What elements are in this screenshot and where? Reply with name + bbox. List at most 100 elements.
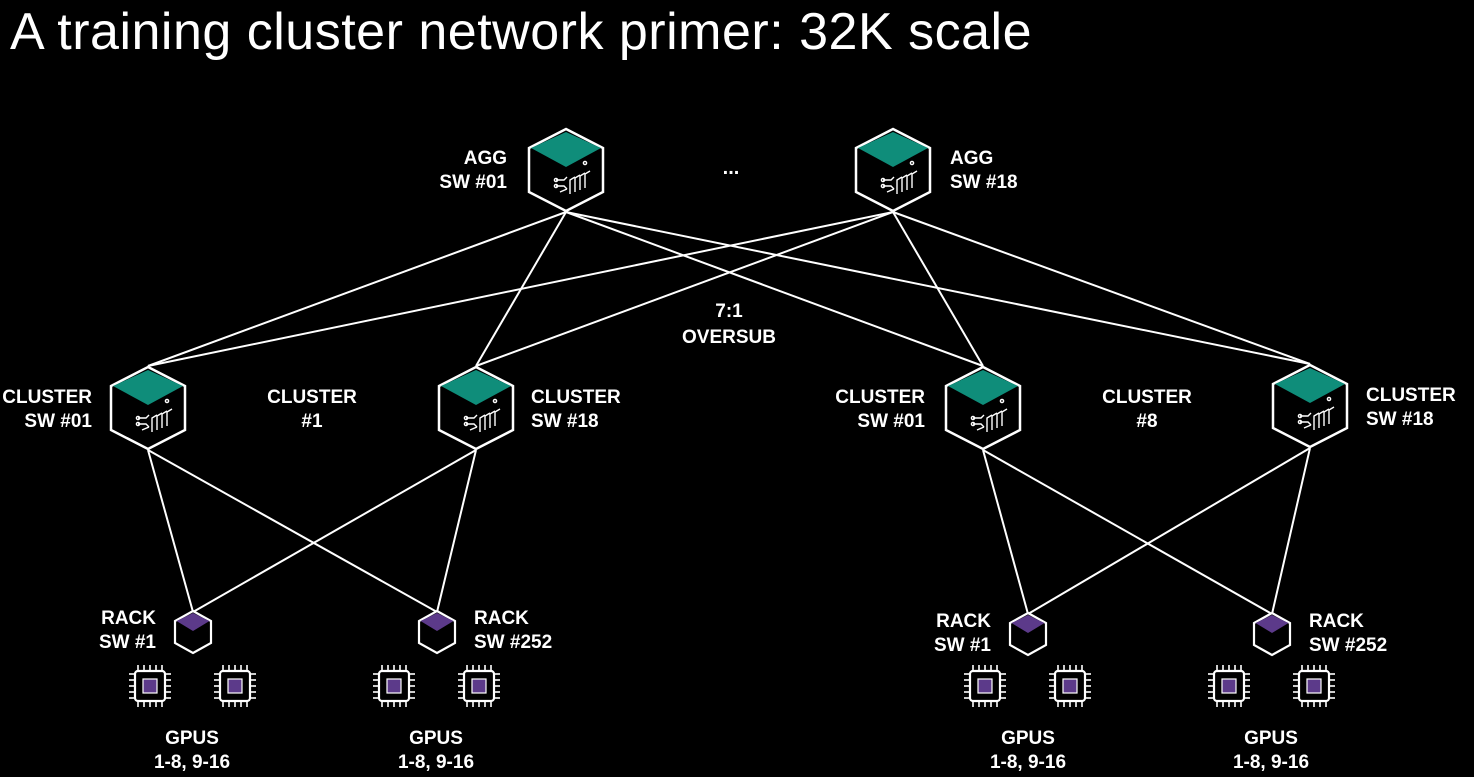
cluster-1-rack-2-gpu-chip-2 bbox=[458, 665, 500, 707]
cluster-8-rack-252-gpus-label-line1: GPUS bbox=[1244, 728, 1298, 749]
chip-core bbox=[227, 678, 243, 694]
circuit-trace bbox=[906, 172, 913, 190]
cluster-1-rack-switch-1 bbox=[173, 609, 213, 655]
cluster-2-rack-switch-1 bbox=[1008, 611, 1048, 657]
circuit-node bbox=[880, 177, 886, 183]
circuit-trace bbox=[901, 174, 908, 192]
circuit-trace bbox=[479, 414, 486, 432]
network-labels: AGG SW #01 ... AGG SW #18 7:1 OVERSUB CL… bbox=[2, 148, 1456, 773]
cluster-1-rack-switch-2 bbox=[417, 609, 457, 655]
switch-top-face bbox=[531, 132, 601, 167]
chip-core bbox=[142, 678, 158, 694]
chip-core bbox=[471, 678, 487, 694]
cluster-8-switch-01-label-line1: CLUSTER bbox=[835, 387, 925, 408]
cluster-1-switch-1 bbox=[109, 365, 187, 451]
link-cluster-1-sw-2-rack-1 bbox=[192, 449, 477, 613]
link-agg-2-cluster-2-sw-1 bbox=[892, 211, 984, 367]
circuit-trace bbox=[156, 412, 163, 430]
circuit-node bbox=[582, 160, 588, 166]
circuit-node bbox=[492, 398, 498, 404]
cluster-1-rack-2-gpu-chip-1 bbox=[373, 665, 415, 707]
cluster-1-rack-1-gpus-label-line1: GPUS bbox=[165, 728, 219, 749]
link-cluster-2-sw-1-rack-1 bbox=[982, 449, 1029, 615]
link-cluster-2-sw-2-rack-1 bbox=[1027, 447, 1311, 615]
agg-switch-1-label-line2: SW #01 bbox=[439, 172, 507, 193]
circuit-node bbox=[463, 415, 469, 421]
circuit-icon bbox=[970, 398, 1008, 432]
cluster-2-rack-1-gpu-chip-1 bbox=[964, 665, 1006, 707]
circuit-trace bbox=[896, 176, 903, 194]
cluster-1-rack-1-label-line1: RACK bbox=[101, 608, 156, 629]
circuit-trace bbox=[579, 172, 586, 190]
circuit-node bbox=[1297, 419, 1303, 425]
switch-top-face bbox=[948, 370, 1018, 405]
circuit-node bbox=[1326, 396, 1332, 402]
circuit-trace bbox=[986, 414, 993, 432]
cluster-1-switch-01-label-line1: CLUSTER bbox=[2, 387, 92, 408]
network-nodes bbox=[109, 127, 1349, 707]
circuit-trace bbox=[489, 410, 496, 428]
cluster-1-rack-252-label-line1: RACK bbox=[474, 608, 529, 629]
circuit-trace bbox=[1001, 408, 1008, 426]
rack-switch-top-face bbox=[420, 613, 454, 631]
circuit-node bbox=[1297, 413, 1303, 419]
chip-core bbox=[1221, 678, 1237, 694]
agg-switch-2 bbox=[854, 127, 932, 213]
cluster-8-switch-18-label-line2: SW #18 bbox=[1366, 409, 1434, 430]
agg-switch-18-label-line1: AGG bbox=[950, 148, 993, 169]
circuit-trace bbox=[556, 176, 568, 193]
circuit-trace bbox=[574, 174, 581, 192]
cluster-1-switch-18-label-line1: CLUSTER bbox=[531, 387, 621, 408]
cluster-1-switch-01-label-line2: SW #01 bbox=[24, 411, 92, 432]
cluster-1-rack-252-gpus-label-line1: GPUS bbox=[409, 728, 463, 749]
network-links bbox=[147, 211, 1311, 615]
circuit-node bbox=[135, 415, 141, 421]
cluster-8-rack-1-label-line2: SW #1 bbox=[934, 635, 991, 656]
agg-switch-1-label-line1: AGG bbox=[464, 148, 507, 169]
cluster-8-name-line1: CLUSTER bbox=[1102, 387, 1192, 408]
switch-top-face bbox=[113, 370, 183, 405]
cluster-2-rack-switch-2 bbox=[1252, 611, 1292, 657]
circuit-node bbox=[553, 183, 559, 189]
circuit-trace bbox=[569, 176, 576, 194]
circuit-node bbox=[880, 183, 886, 189]
circuit-node bbox=[135, 421, 141, 427]
link-agg-2-cluster-1-sw-2 bbox=[475, 211, 894, 367]
chip-core bbox=[977, 678, 993, 694]
slide-title: A training cluster network primer: 32K s… bbox=[10, 3, 1032, 61]
cluster-2-rack-2-gpu-chip-2 bbox=[1293, 665, 1335, 707]
switch-top-face bbox=[1275, 368, 1345, 403]
link-agg-2-cluster-1-sw-1 bbox=[147, 211, 894, 367]
circuit-trace bbox=[484, 412, 491, 430]
circuit-trace bbox=[1313, 412, 1320, 430]
agg-switch-1 bbox=[527, 127, 605, 213]
circuit-node bbox=[463, 421, 469, 427]
circuit-trace bbox=[1300, 412, 1312, 429]
circuit-trace bbox=[883, 176, 895, 193]
cluster-1-rack-1-label-line2: SW #1 bbox=[99, 632, 156, 653]
cluster-1-rack-1-gpu-chip-2 bbox=[214, 665, 256, 707]
link-cluster-2-sw-1-rack-2 bbox=[982, 449, 1273, 615]
circuit-node bbox=[970, 415, 976, 421]
cluster-2-rack-1-gpu-chip-2 bbox=[1049, 665, 1091, 707]
circuit-trace bbox=[151, 414, 158, 432]
cluster-1-rack-1-gpus-label-line2: 1-8, 9-16 bbox=[154, 752, 230, 773]
chip-core bbox=[1062, 678, 1078, 694]
cluster-1-rack-1-gpu-chip-1 bbox=[129, 665, 171, 707]
chip-core bbox=[386, 678, 402, 694]
cluster-1-rack-252-label-line2: SW #252 bbox=[474, 632, 552, 653]
cluster-8-switch-18-label-line1: CLUSTER bbox=[1366, 385, 1456, 406]
cluster-8-rack-1-gpus-label-line1: GPUS bbox=[1001, 728, 1055, 749]
cluster-1-name-line1: CLUSTER bbox=[267, 387, 357, 408]
link-cluster-1-sw-1-rack-2 bbox=[147, 449, 438, 613]
circuit-trace bbox=[161, 410, 168, 428]
circuit-trace bbox=[494, 408, 501, 426]
switch-top-face bbox=[441, 370, 511, 405]
circuit-node bbox=[999, 398, 1005, 404]
circuit-trace bbox=[996, 410, 1003, 428]
circuit-trace bbox=[911, 170, 918, 188]
rack-switch-top-face bbox=[1255, 615, 1289, 633]
cluster-8-rack-1-gpus-label-line2: 1-8, 9-16 bbox=[990, 752, 1066, 773]
cluster-8-name-line2: #8 bbox=[1136, 411, 1157, 432]
